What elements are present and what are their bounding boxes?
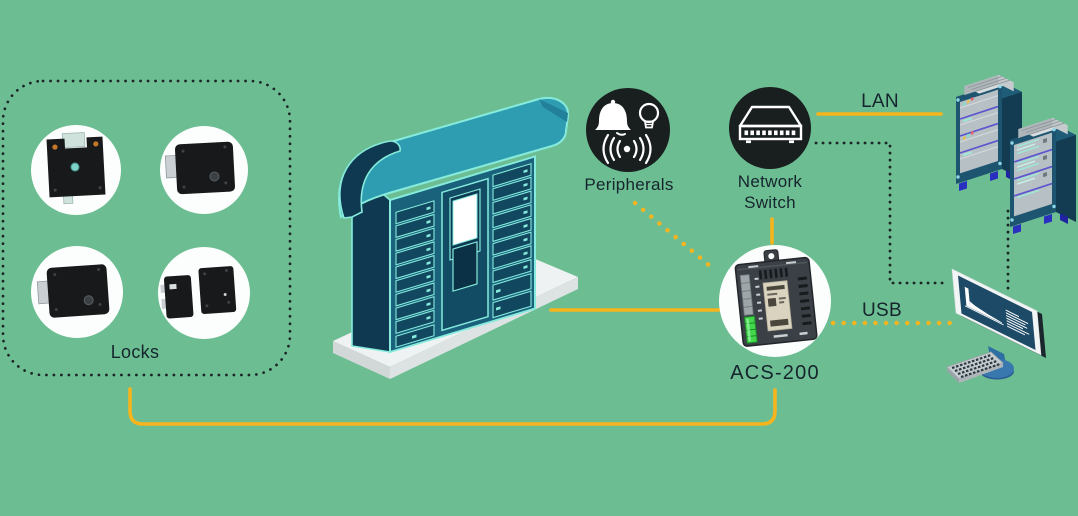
kiosk-screen bbox=[452, 193, 478, 246]
locks-group-label: Locks bbox=[110, 342, 160, 362]
lock-1-illustration bbox=[46, 132, 106, 205]
lightbulb-icon bbox=[638, 102, 660, 129]
controller-label: ACS-200 bbox=[730, 362, 820, 384]
roof-right-rim bbox=[539, 99, 568, 122]
bell-icon bbox=[595, 99, 631, 136]
roof-end-cap bbox=[339, 140, 401, 219]
connection-lines bbox=[128, 112, 1010, 426]
screen-content bbox=[964, 286, 1030, 336]
monitor-screen bbox=[958, 275, 1036, 350]
usb-label: USB bbox=[862, 300, 902, 321]
lock-item-1 bbox=[31, 125, 121, 215]
locks-to-controller-line bbox=[128, 387, 777, 426]
server-cabinet-1 bbox=[956, 74, 1022, 191]
signal-waves-icon bbox=[602, 133, 652, 165]
network-switch-icon bbox=[738, 105, 803, 144]
workstation-illustration bbox=[946, 268, 1046, 383]
peripherals-label: Peripherals bbox=[584, 175, 674, 194]
lock-4-illustration bbox=[160, 266, 237, 319]
server-cabinet-2 bbox=[1010, 117, 1076, 234]
lock-2-illustration bbox=[164, 141, 236, 195]
servers-illustration bbox=[956, 74, 1076, 234]
locker-cabinet-illustration bbox=[333, 97, 578, 379]
controller-label-sticker bbox=[762, 280, 793, 332]
network-switch-node bbox=[729, 87, 811, 169]
lock-3-illustration bbox=[36, 264, 110, 318]
lock-item-2 bbox=[160, 126, 248, 214]
controller-node bbox=[719, 245, 831, 357]
switch-to-workstation-line bbox=[814, 141, 951, 285]
lan-label: LAN bbox=[861, 91, 899, 112]
cabinet-front bbox=[389, 155, 536, 354]
keyboard bbox=[946, 351, 1004, 383]
network-switch-label: Network Switch bbox=[737, 172, 803, 212]
lock-item-4 bbox=[158, 247, 250, 339]
network-switch-circle bbox=[729, 87, 811, 169]
lock-item-3 bbox=[31, 246, 123, 338]
peripherals-to-controller-line bbox=[632, 200, 719, 274]
locks-group-border bbox=[1, 79, 292, 377]
controller-device-illustration bbox=[734, 249, 818, 347]
platform-side-left bbox=[333, 341, 390, 379]
peripherals-node bbox=[586, 88, 670, 172]
